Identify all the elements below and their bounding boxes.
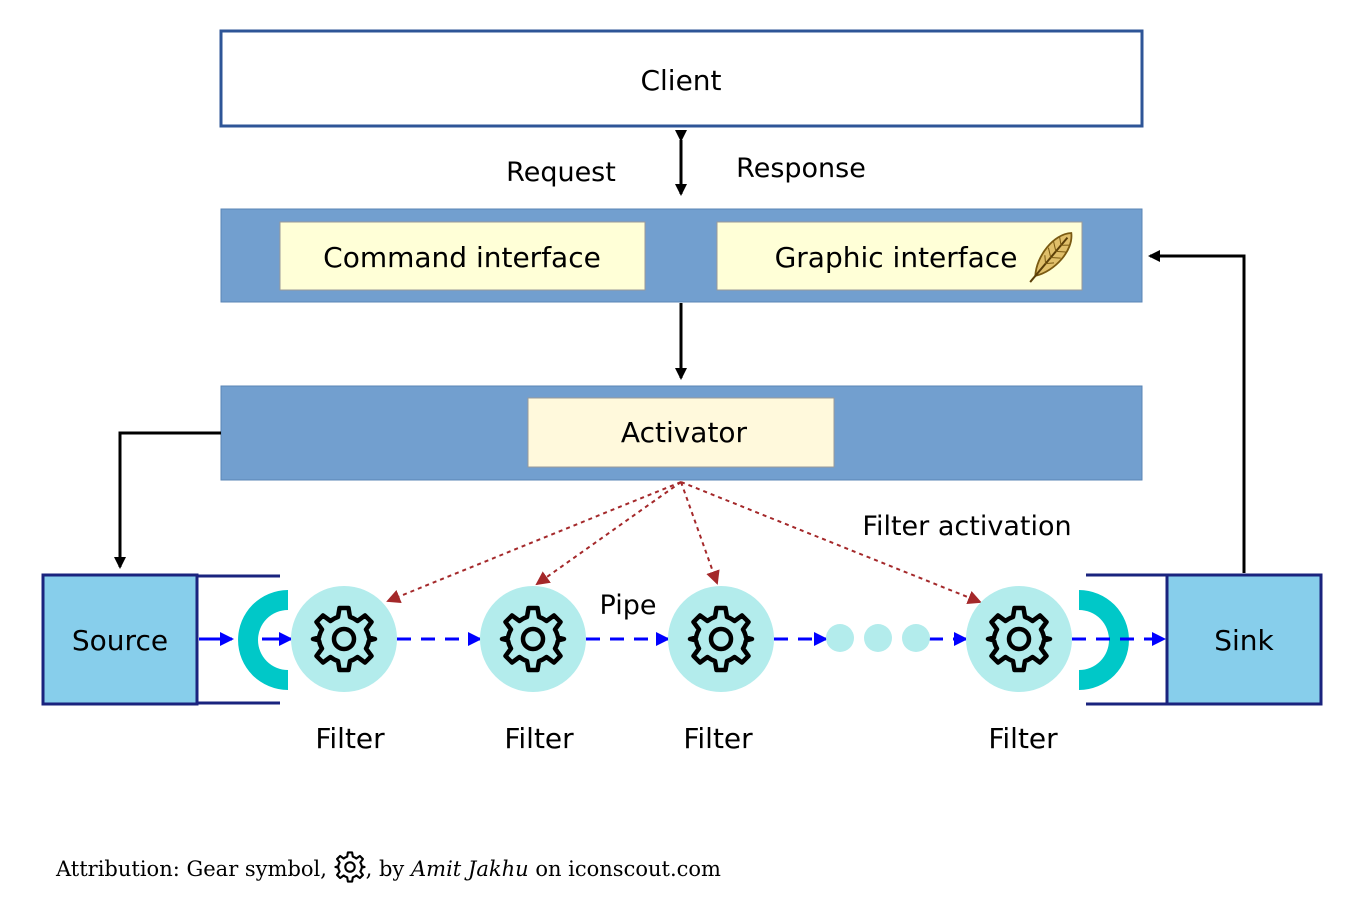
- attribution-author: Amit Jakhu: [411, 857, 529, 881]
- filter-activation-label: Filter activation: [862, 511, 1071, 542]
- filter-label: Filter: [683, 722, 753, 755]
- source-connector: [238, 590, 288, 690]
- filter-label: Filter: [315, 722, 385, 755]
- sink-connector: [1079, 590, 1129, 690]
- filter-node: Filter: [480, 586, 586, 755]
- filter-activation-arrows: [386, 481, 982, 605]
- filter-label: Filter: [988, 722, 1058, 755]
- activator-to-source-arrow: [114, 431, 221, 569]
- graphic-interface-label: Graphic interface: [775, 241, 1018, 274]
- ellipsis-dot: [864, 624, 892, 652]
- sink-to-interface-arrow: [1148, 250, 1246, 573]
- command-interface-label: Command interface: [323, 241, 601, 274]
- filter-label: Filter: [504, 722, 574, 755]
- ellipsis-dot: [826, 624, 854, 652]
- filter-node: Filter: [668, 586, 774, 755]
- attribution-by: , by: [365, 857, 405, 881]
- graphic-interface-box: [716, 221, 1083, 291]
- feather-quill-icon: [1029, 232, 1073, 283]
- ellipsis-dot: [902, 624, 930, 652]
- sink-label: Sink: [1214, 624, 1274, 657]
- source-box: [41, 573, 199, 706]
- filter-node: Filter: [291, 586, 397, 755]
- sink-box: [1165, 573, 1323, 706]
- activator-label: Activator: [621, 416, 748, 449]
- attribution-site: on iconscout.com: [535, 857, 721, 881]
- response-label: Response: [736, 153, 866, 184]
- request-label: Request: [506, 157, 616, 188]
- attribution-line: Attribution: Gear symbol, , by Amit Jakh…: [56, 851, 721, 885]
- source-label: Source: [72, 624, 168, 657]
- client-label: Client: [640, 64, 721, 97]
- client-box: [219, 29, 1144, 128]
- gear-icon: [333, 851, 366, 883]
- command-interface-box: [279, 221, 646, 291]
- activator-box: [527, 397, 835, 468]
- attribution-prefix: Attribution: Gear symbol,: [56, 857, 327, 881]
- filter-node: Filter: [966, 586, 1072, 755]
- pipe-label: Pipe: [600, 590, 657, 621]
